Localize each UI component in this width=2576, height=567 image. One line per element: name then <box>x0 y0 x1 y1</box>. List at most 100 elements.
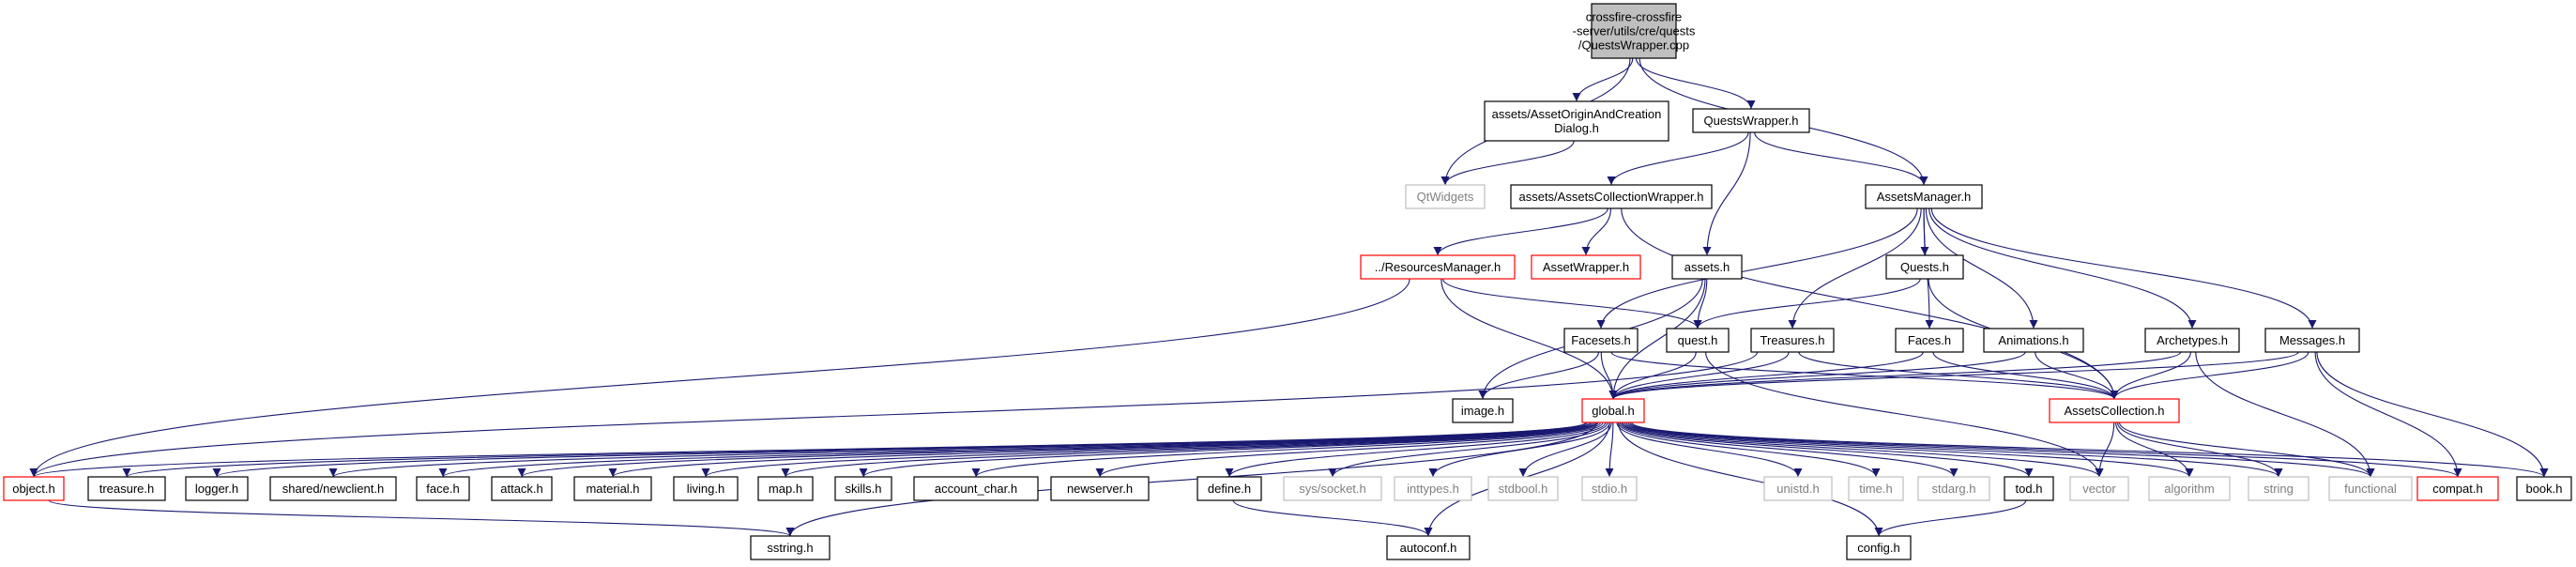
node-box-treasures <box>1750 328 1835 353</box>
node-sstring[interactable]: sstring.h <box>750 535 831 560</box>
edge-facesets-to-assetscollection <box>1610 351 2119 400</box>
node-inttypes[interactable]: inttypes.h <box>1394 476 1472 501</box>
edge-global-to-logger <box>212 421 1587 478</box>
node-label: book.h <box>2525 482 2562 496</box>
node-quest[interactable]: quest.h <box>1666 328 1730 353</box>
node-stdio[interactable]: stdio.h <box>1581 476 1638 501</box>
edge-assetsmanager-to-facesets <box>1596 207 1918 329</box>
node-faces[interactable]: Faces.h <box>1895 328 1964 353</box>
edge-faces-to-assetscollection <box>1932 351 2119 400</box>
edge-archetypes-to-assetscollection <box>2110 351 2191 400</box>
node-newclient[interactable]: shared/newclient.h <box>269 476 397 501</box>
node-stdarg[interactable]: stdarg.h <box>1917 476 1990 501</box>
node-label: autoconf.h <box>1400 541 1457 555</box>
node-treasure[interactable]: treasure.h <box>87 476 166 501</box>
node-label: shared/newclient.h <box>282 482 384 496</box>
node-logger[interactable]: logger.h <box>185 476 249 501</box>
node-box-assetscollection <box>2049 398 2180 423</box>
node-autoconf[interactable]: autoconf.h <box>1386 535 1471 560</box>
node-box-stdbool <box>1487 476 1559 501</box>
node-box-tod <box>2004 476 2054 501</box>
node-facesets[interactable]: Facesets.h <box>1563 328 1639 353</box>
node-box-skills <box>834 476 892 501</box>
node-box-assetwrapper <box>1531 254 1641 280</box>
node-material[interactable]: material.h <box>573 476 652 501</box>
node-label: AssetsManager.h <box>1877 190 1971 204</box>
node-living[interactable]: living.h <box>673 476 739 501</box>
edge-define-to-autoconf <box>1232 499 1433 537</box>
node-label: inttypes.h <box>1407 482 1459 496</box>
node-questswrapper[interactable]: QuestsWrapper.h <box>1692 108 1810 133</box>
node-quests[interactable]: Quests.h <box>1885 254 1964 280</box>
node-label: assets.h <box>1684 260 1730 274</box>
node-object[interactable]: object.h <box>3 476 65 501</box>
node-label: AssetWrapper.h <box>1543 260 1629 274</box>
edge-resourcesmanager-to-global <box>1440 278 1618 400</box>
edge-global-to-tod <box>1621 421 2034 478</box>
node-config[interactable]: config.h <box>1846 535 1912 560</box>
node-assetscollwrapper[interactable]: assets/AssetsCollectionWrapper.h <box>1510 184 1713 209</box>
edge-global-to-newserver <box>1095 421 1604 478</box>
edge-treasures-to-object <box>29 351 1759 478</box>
node-functional[interactable]: functional <box>2328 476 2413 501</box>
edge-tod-to-config <box>1874 499 2027 537</box>
node-label: sstring.h <box>767 541 813 555</box>
node-box-newclient <box>269 476 397 501</box>
node-unistd[interactable]: unistd.h <box>1763 476 1833 501</box>
node-box-book <box>2516 476 2572 501</box>
edge-animations-to-global <box>1608 351 2026 400</box>
node-qtwidgets[interactable]: QtWidgets <box>1405 184 1486 209</box>
edge-global-to-living <box>701 421 1596 478</box>
node-assetsmanager[interactable]: AssetsManager.h <box>1865 184 1983 209</box>
node-label: compat.h <box>2432 482 2482 496</box>
edge-questswrapper-to-assetsmanager <box>1754 131 1928 186</box>
node-root[interactable]: crossfire-crossfire-server/utils/cre/que… <box>1573 3 1696 59</box>
node-messages[interactable]: Messages.h <box>2264 328 2360 353</box>
node-tod[interactable]: tod.h <box>2004 476 2054 501</box>
node-archetypes[interactable]: Archetypes.h <box>2144 328 2240 353</box>
node-box-quests <box>1885 254 1964 280</box>
node-label: string <box>2264 482 2294 496</box>
edge-resourcesmanager-to-object <box>29 278 1410 478</box>
node-attack[interactable]: attack.h <box>491 476 553 501</box>
node-string[interactable]: string <box>2248 476 2309 501</box>
edge-assets-to-global <box>1608 278 1706 400</box>
edge-global-to-skills <box>859 421 1599 478</box>
node-book[interactable]: book.h <box>2516 476 2572 501</box>
node-label: tod.h <box>2016 482 2043 496</box>
node-label: QtWidgets <box>1417 190 1474 204</box>
node-box-archetypes <box>2144 328 2240 353</box>
edge-global-to-algorithm <box>1623 421 2194 478</box>
node-global[interactable]: global.h <box>1581 398 1645 423</box>
node-map[interactable]: map.h <box>757 476 814 501</box>
node-accountchar[interactable]: account_char.h <box>913 476 1039 501</box>
edge-assetsmanager-to-messages <box>1930 207 2317 329</box>
node-animations[interactable]: Animations.h <box>1983 328 2084 353</box>
node-box-assets <box>1671 254 1743 280</box>
node-label: Facesets.h <box>1571 333 1631 347</box>
node-time[interactable]: time.h <box>1848 476 1904 501</box>
node-label: stdio.h <box>1592 482 1627 496</box>
node-define[interactable]: define.h <box>1197 476 1262 501</box>
node-newserver[interactable]: newserver.h <box>1050 476 1150 501</box>
node-skills[interactable]: skills.h <box>834 476 892 501</box>
node-assets[interactable]: assets.h <box>1671 254 1743 280</box>
node-label: Archetypes.h <box>2157 333 2228 347</box>
node-face[interactable]: face.h <box>416 476 470 501</box>
node-treasures[interactable]: Treasures.h <box>1750 328 1835 353</box>
node-image[interactable]: image.h <box>1452 398 1514 423</box>
node-algorithm[interactable]: algorithm <box>2148 476 2231 501</box>
node-box-time <box>1848 476 1904 501</box>
node-box-facesets <box>1563 328 1639 353</box>
edge-questswrapper-to-assets <box>1702 131 1751 256</box>
node-vector[interactable]: vector <box>2069 476 2129 501</box>
node-stdbool[interactable]: stdbool.h <box>1487 476 1559 501</box>
node-syssocket[interactable]: sys/socket.h <box>1283 476 1382 501</box>
node-assetscollection[interactable]: AssetsCollection.h <box>2049 398 2180 423</box>
node-resourcesmanager[interactable]: ../ResourcesManager.h <box>1360 254 1516 280</box>
node-box-inttypes <box>1394 476 1472 501</box>
node-assetwrapper[interactable]: AssetWrapper.h <box>1531 254 1641 280</box>
node-label: stdarg.h <box>1932 482 1976 496</box>
node-compat[interactable]: compat.h <box>2416 476 2499 501</box>
